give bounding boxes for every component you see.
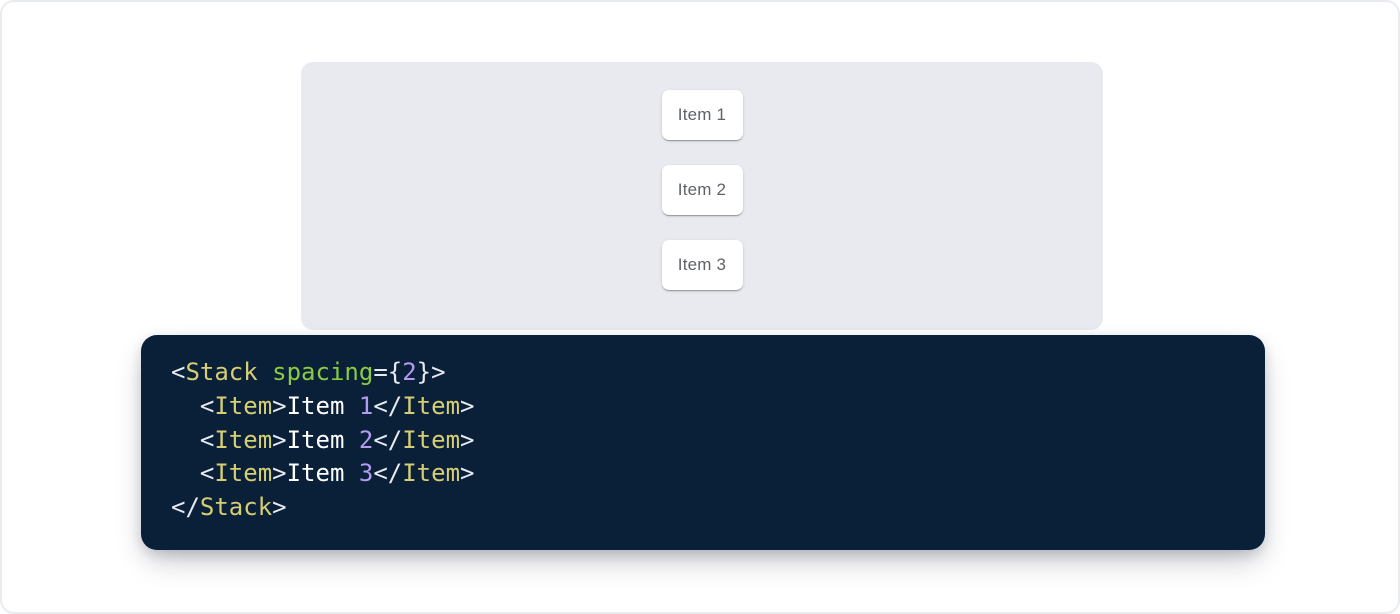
code-block: <Stack spacing={2}> <Item>Item 1</Item> … xyxy=(141,335,1265,550)
code-snippet[interactable]: <Stack spacing={2}> <Item>Item 1</Item> … xyxy=(171,356,1235,525)
stack-item-label: Item 3 xyxy=(678,255,726,275)
stack-item-label: Item 2 xyxy=(678,180,726,200)
stack-item-card: Item 3 xyxy=(662,240,743,290)
stack-item-label: Item 1 xyxy=(678,105,726,125)
stack-demo-panel: Item 1 Item 2 Item 3 xyxy=(301,62,1103,330)
stack-item-card: Item 2 xyxy=(662,165,743,215)
code-content: <Stack spacing={2}> <Item>Item 1</Item> … xyxy=(171,358,474,521)
stack-container: Item 1 Item 2 Item 3 xyxy=(301,62,1103,290)
stack-item-card: Item 1 xyxy=(662,90,743,140)
